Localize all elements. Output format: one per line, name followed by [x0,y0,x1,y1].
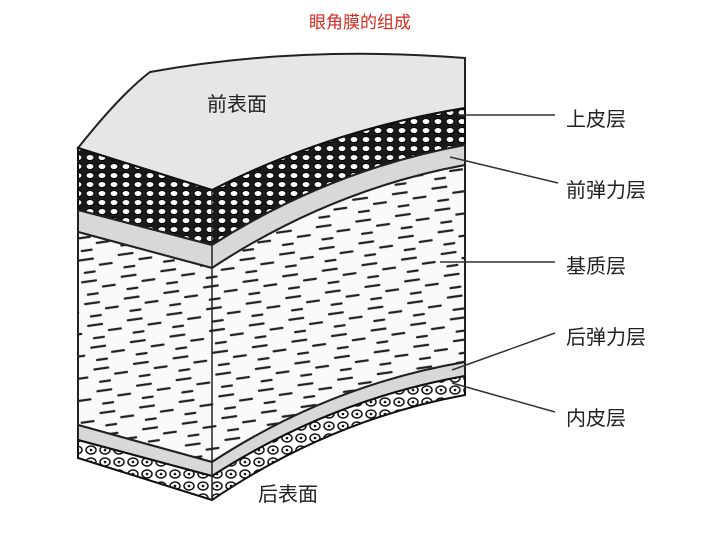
label-epithelium: 上皮层 [566,107,626,131]
label-bowman: 前弹力层 [566,178,646,202]
diagram-title: 眼角膜的组成 [309,13,411,33]
label-endothelium: 内皮层 [566,406,626,430]
label-posterior-surface: 后表面 [258,482,318,506]
label-anterior-surface: 前表面 [207,92,267,116]
label-stroma: 基质层 [566,254,626,278]
endothelium-layer [77,374,466,502]
label-descemet: 后弹力层 [566,325,646,349]
leader-lines [440,114,559,413]
